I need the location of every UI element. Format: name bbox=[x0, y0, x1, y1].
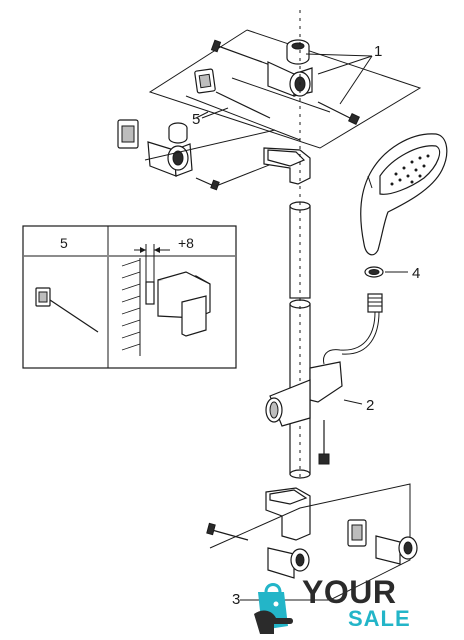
brand-logo: YOUR SALE bbox=[252, 574, 422, 636]
inset-wall-section bbox=[121, 258, 141, 356]
inset-callout-5: 5 bbox=[60, 235, 68, 251]
wall-plate-anchor bbox=[194, 68, 271, 119]
spray-face-dots bbox=[390, 154, 430, 186]
bracket-cap bbox=[286, 39, 310, 65]
installation-detail-inset: 5 +8 bbox=[22, 225, 237, 369]
hand-shower bbox=[360, 133, 448, 256]
long-bolt bbox=[317, 101, 360, 125]
left-bracket-assembly bbox=[117, 119, 303, 191]
callout-1-leaders bbox=[305, 53, 373, 105]
bracket-clamp bbox=[267, 61, 313, 97]
top-bracket-assembly bbox=[148, 29, 422, 149]
inset-wall-plate bbox=[35, 287, 99, 333]
lower-bracket-assembly bbox=[206, 483, 418, 601]
callout-1: 1 bbox=[374, 43, 382, 60]
shopping-bag-hand-icon bbox=[254, 583, 293, 634]
logo-word-sale: SALE bbox=[348, 606, 411, 631]
slider-pin bbox=[318, 420, 330, 465]
upper-rail-holder bbox=[263, 147, 311, 185]
callout-3: 3 bbox=[232, 591, 240, 608]
callout-5: 5 bbox=[192, 111, 200, 128]
callout-2: 2 bbox=[366, 397, 374, 414]
shower-hose bbox=[323, 293, 383, 365]
inset-bracket bbox=[145, 271, 211, 337]
wall-screw bbox=[210, 39, 271, 66]
logo-word-your: YOUR bbox=[302, 574, 397, 610]
lower-rail-holder bbox=[265, 487, 311, 541]
callout-4: 4 bbox=[412, 265, 420, 282]
callout-5-leader bbox=[201, 107, 229, 119]
washer-seal bbox=[364, 266, 408, 278]
inset-dimension: +8 bbox=[178, 235, 194, 251]
rail-slider bbox=[265, 361, 363, 427]
